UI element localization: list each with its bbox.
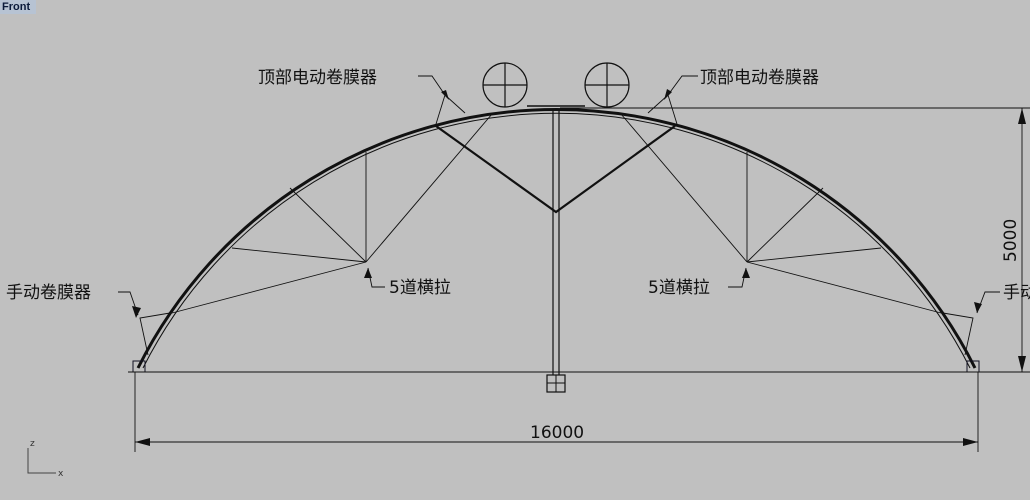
arch-outer: [136, 107, 977, 369]
arch-inner: [142, 112, 971, 369]
label-manual-left: 手动卷膜器: [6, 283, 91, 303]
v-truss: [435, 125, 676, 214]
dimension-span: 16000: [530, 423, 584, 443]
tie-right: [620, 113, 974, 356]
label-tie-left: 5道横拉: [389, 278, 451, 298]
label-top-motor-right: 顶部电动卷膜器: [700, 68, 819, 88]
top-motor-left-icon: [482, 62, 528, 108]
tie-left: [139, 113, 493, 356]
dimension-height: 5000: [1001, 219, 1021, 262]
dimension-lines: [128, 107, 1030, 452]
axis-icon: [27, 448, 56, 474]
dimension-arrows: [132, 89, 1026, 446]
label-top-motor-left: 顶部电动卷膜器: [258, 68, 377, 88]
label-tie-right: 5道横拉: [648, 278, 710, 298]
axis-x-label: x: [58, 469, 64, 479]
label-manual-right: 手动卷膜器: [1003, 283, 1030, 303]
top-motor-right-icon: [584, 62, 630, 108]
axis-z-label: z: [30, 439, 35, 449]
viewport-title-front[interactable]: Front: [0, 0, 37, 14]
